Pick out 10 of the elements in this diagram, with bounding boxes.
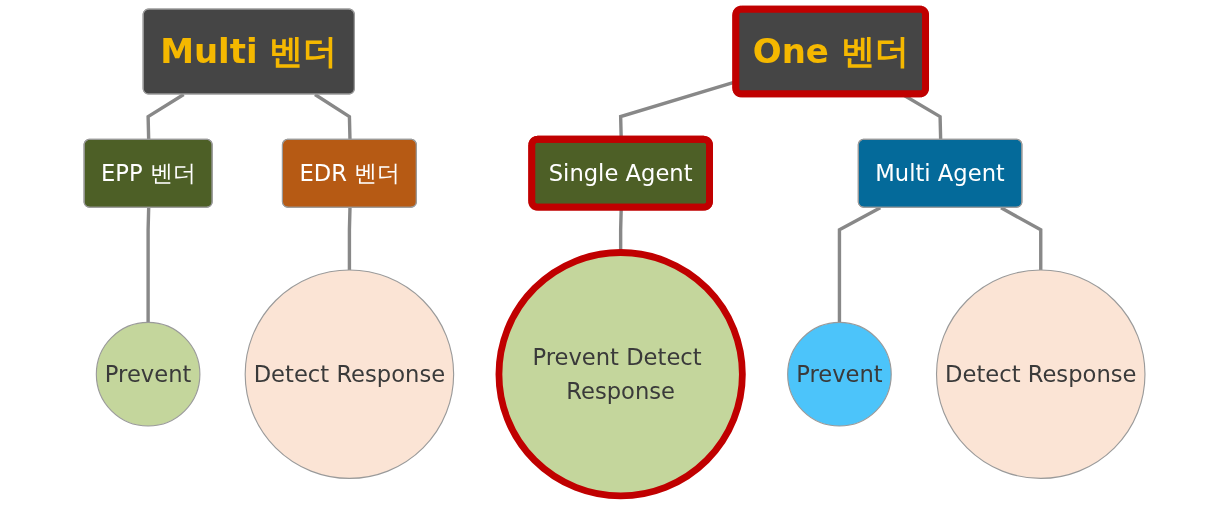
node-circle: Prevent bbox=[787, 321, 892, 427]
node-circle: Detect Response bbox=[935, 269, 1146, 479]
connector bbox=[837, 206, 882, 323]
connector bbox=[146, 93, 185, 140]
connector bbox=[314, 93, 352, 140]
connector bbox=[146, 207, 151, 323]
node-circle: Prevent bbox=[95, 321, 201, 427]
connector bbox=[347, 207, 352, 270]
node-circle: Prevent Detect Response bbox=[495, 249, 746, 500]
node-circle: Detect Response bbox=[244, 269, 455, 479]
